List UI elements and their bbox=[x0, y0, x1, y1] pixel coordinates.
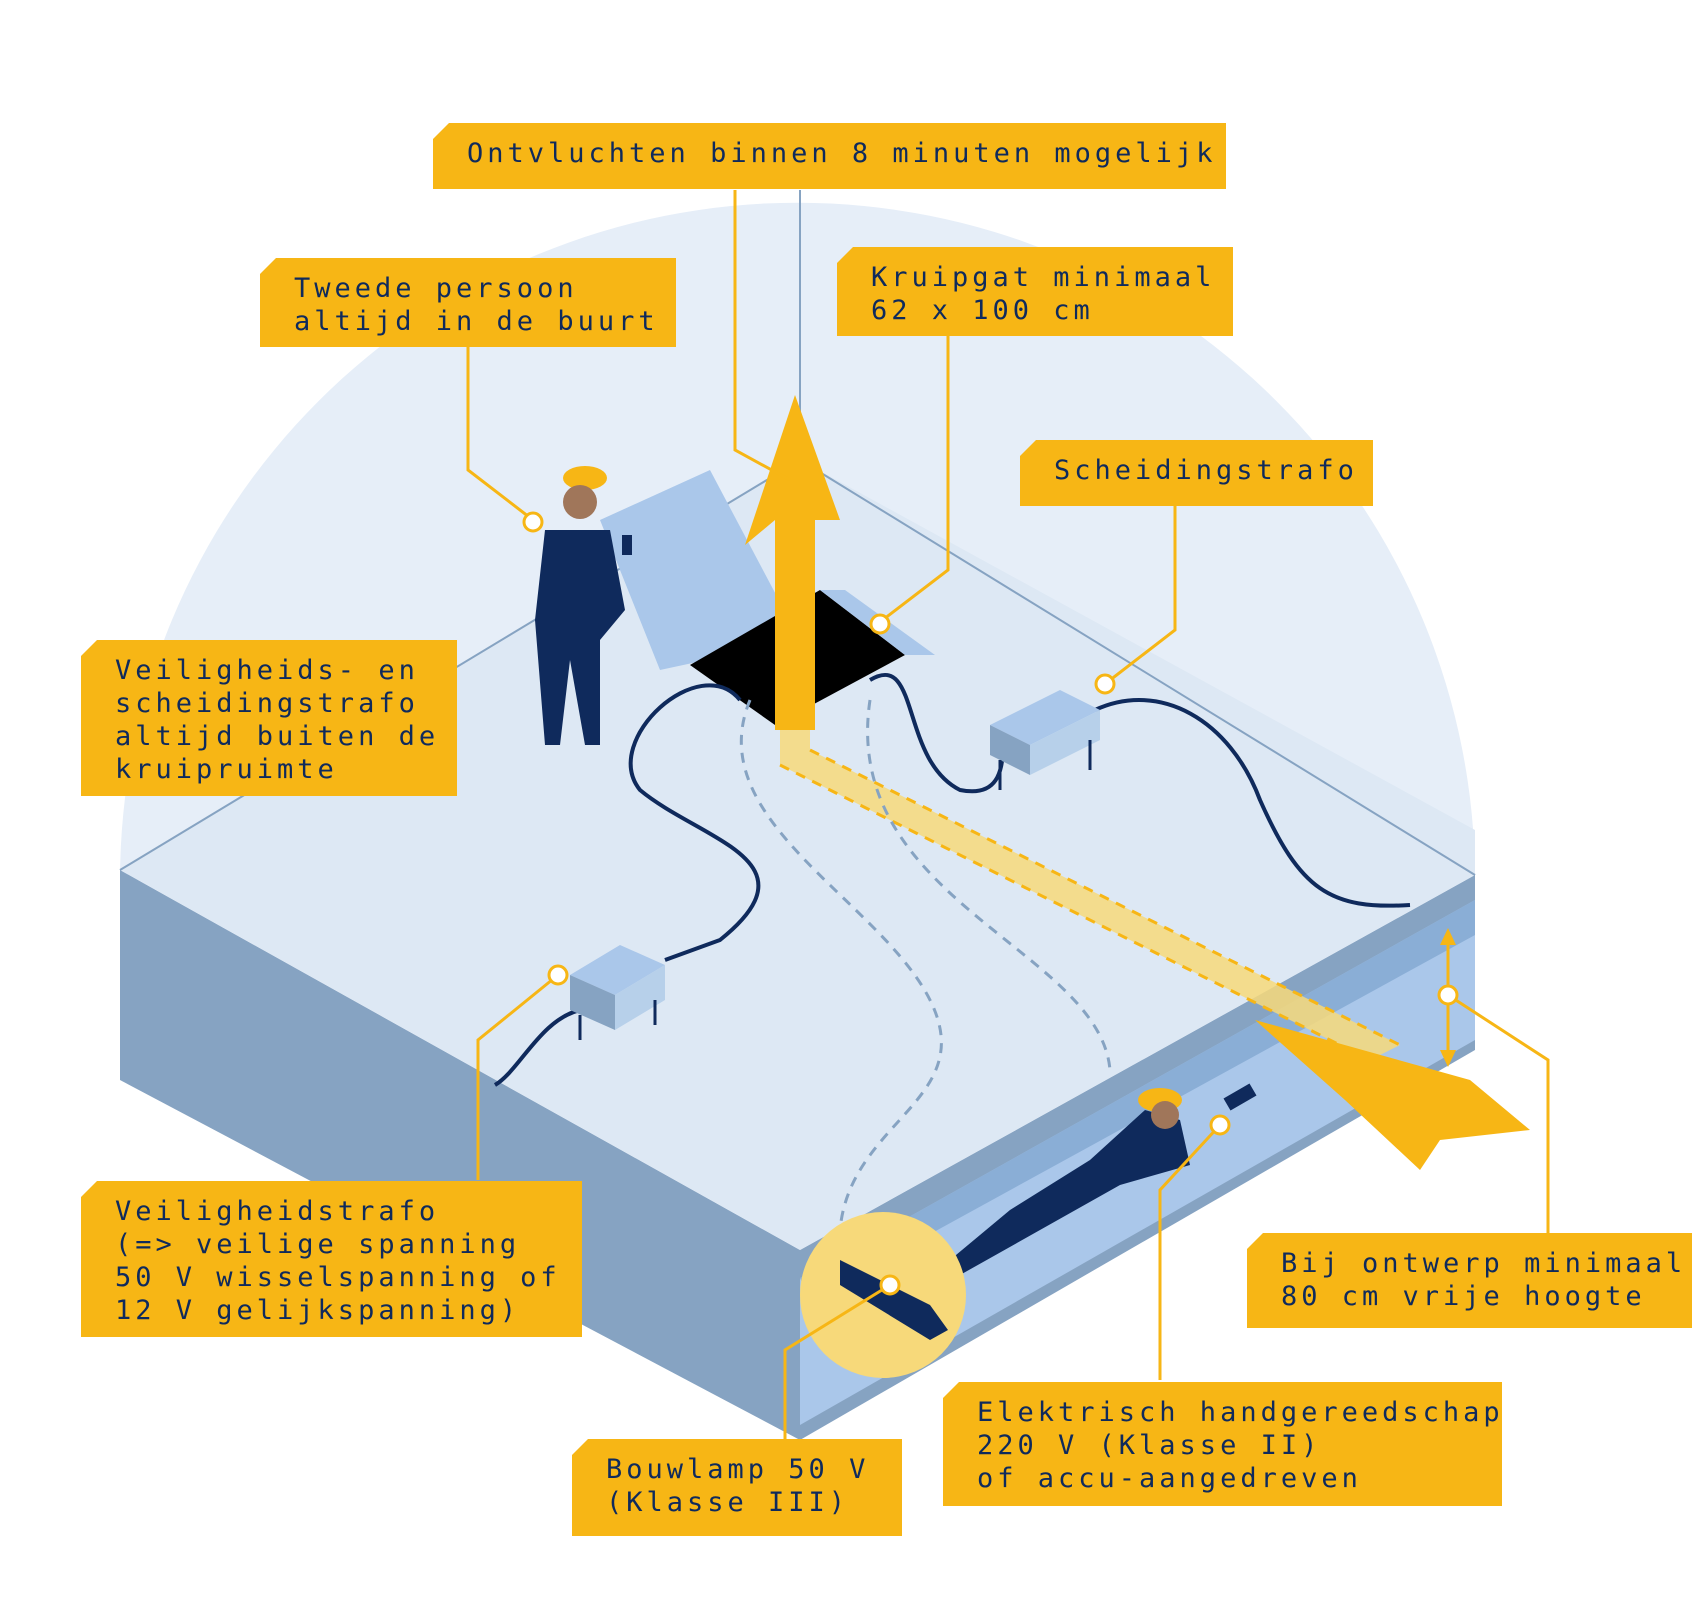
label-work-lamp-line-1: Bouwlamp 50 V bbox=[606, 1454, 870, 1485]
label-safety-transformer-line-1: Veiligheidstrafo bbox=[115, 1196, 440, 1227]
label-outside-rule-line-1: Veiligheids- en bbox=[115, 655, 419, 686]
cable-right bbox=[868, 672, 1007, 794]
label-safety-transformer-line-2: (=> veilige spanning bbox=[115, 1229, 521, 1260]
label-power-tools: Elektrisch handgereedschap 220 V (Klasse… bbox=[943, 1382, 1502, 1506]
label-second-person-line-1: Tweede persoon bbox=[294, 273, 578, 304]
leader-work-lamp bbox=[783, 1283, 891, 1440]
label-power-tools-line-2: 220 V (Klasse II) bbox=[977, 1430, 1322, 1461]
leader-isolation-transformer bbox=[1104, 505, 1177, 686]
leader-second-person bbox=[466, 345, 534, 522]
label-min-height: Bij ontwerp minimaal 80 cm vrije hoogte bbox=[1247, 1233, 1692, 1328]
label-crawl-hole-line-2: 62 x 100 cm bbox=[871, 295, 1094, 326]
dashed-route-2 bbox=[866, 699, 1112, 1071]
label-crawl-hole: Kruipgat minimaal 62 x 100 cm bbox=[837, 247, 1233, 336]
leader-power-tools bbox=[1158, 1123, 1222, 1380]
marker-second-person bbox=[522, 511, 544, 533]
label-escape-line: Ontvluchten binnen 8 minuten mogelijk bbox=[467, 138, 1217, 169]
slab-left-side bbox=[120, 870, 800, 1440]
label-work-lamp-line-2: (Klasse III) bbox=[606, 1487, 850, 1518]
label-safety-transformer-line-3: 50 V wisselspanning of bbox=[115, 1262, 561, 1293]
marker-min-height bbox=[1437, 984, 1459, 1006]
marker-work-lamp bbox=[879, 1274, 901, 1296]
label-work-lamp: Bouwlamp 50 V (Klasse III) bbox=[572, 1439, 902, 1536]
label-power-tools-line-3: of accu-aangedreven bbox=[977, 1463, 1362, 1494]
standing-person bbox=[535, 466, 632, 745]
lying-person bbox=[950, 1083, 1257, 1275]
label-isolation-transformer: Scheidingstrafo bbox=[1020, 440, 1373, 506]
marker-safety-transformer bbox=[547, 964, 569, 986]
leader-crawl-hole bbox=[879, 335, 950, 624]
cable-right-out bbox=[1094, 698, 1411, 908]
label-second-person: Tweede persoon altijd in de buurt bbox=[260, 258, 676, 347]
label-crawl-hole-line-1: Kruipgat minimaal bbox=[871, 262, 1216, 293]
hatch-lid bbox=[600, 470, 800, 670]
label-outside-rule-line-4: kruipruimte bbox=[115, 754, 338, 785]
leader-min-height bbox=[1447, 993, 1550, 1235]
marker-crawl-hole bbox=[869, 613, 891, 635]
safety-transformer-box bbox=[570, 945, 665, 1040]
work-lamp bbox=[840, 1260, 948, 1340]
label-safety-transformer-line-4: 12 V gelijkspanning) bbox=[115, 1295, 521, 1326]
cable-left-down bbox=[493, 1008, 581, 1087]
leader-escape bbox=[733, 190, 791, 482]
cable-left bbox=[628, 683, 761, 962]
marker-isolation-transformer bbox=[1094, 673, 1116, 695]
label-power-tools-line-1: Elektrisch handgereedschap bbox=[977, 1397, 1504, 1428]
dashed-route-1 bbox=[740, 699, 943, 1231]
label-second-person-line-2: altijd in de buurt bbox=[294, 306, 659, 337]
label-safety-transformer: Veiligheidstrafo (=> veilige spanning 50… bbox=[81, 1181, 582, 1337]
floor-top bbox=[120, 460, 1475, 1250]
label-escape: Ontvluchten binnen 8 minuten mogelijk bbox=[433, 123, 1226, 189]
label-outside-rule-line-2: scheidingstrafo bbox=[115, 688, 419, 719]
isolation-transformer-box bbox=[990, 690, 1100, 790]
leader-safety-transformer bbox=[476, 973, 559, 1180]
escape-arrow-up bbox=[745, 395, 840, 730]
label-isolation-transformer-line: Scheidingstrafo bbox=[1054, 455, 1358, 486]
wall-line-right bbox=[799, 459, 1476, 876]
label-min-height-line-2: 80 cm vrije hoogte bbox=[1281, 1281, 1646, 1312]
escape-route-band bbox=[780, 730, 1400, 1060]
label-min-height-line-1: Bij ontwerp minimaal bbox=[1281, 1248, 1687, 1279]
label-outside-rule: Veiligheids- en scheidingstrafo altijd b… bbox=[81, 640, 457, 796]
escape-arrow-out bbox=[1255, 1020, 1530, 1170]
label-outside-rule-line-3: altijd buiten de bbox=[115, 721, 440, 752]
marker-power-tools bbox=[1209, 1114, 1231, 1136]
